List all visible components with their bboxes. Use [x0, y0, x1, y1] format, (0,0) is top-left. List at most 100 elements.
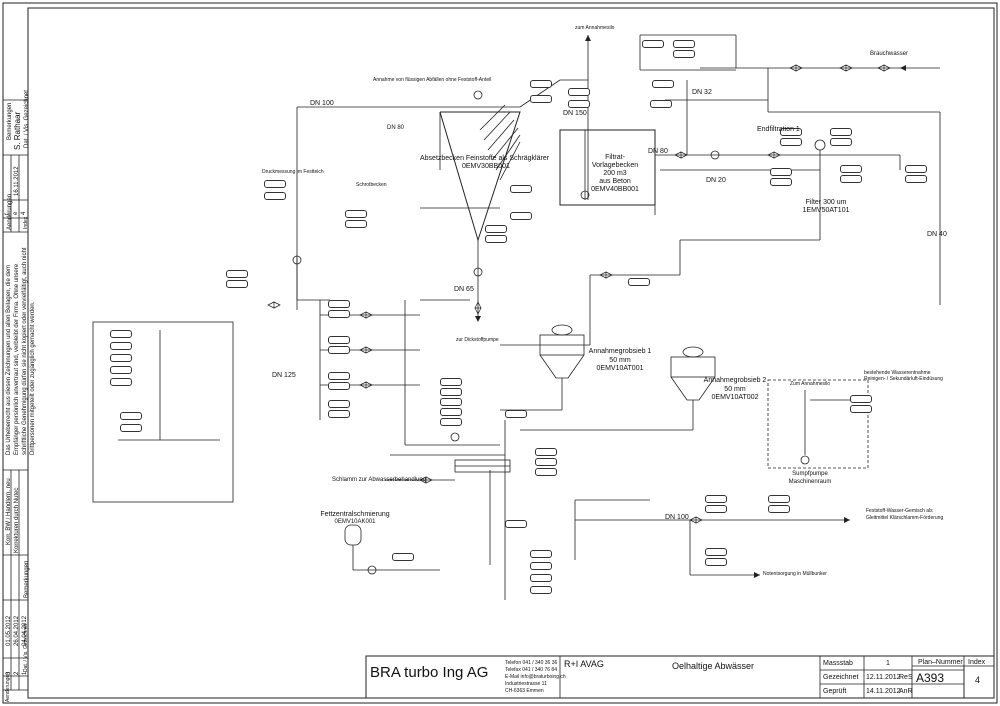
- rev-1-index: 1: [22, 671, 28, 675]
- instrument-tag: [905, 175, 927, 183]
- instrument-tag: [673, 40, 695, 48]
- sidebar-bemerkungen-bottom: Bemerkungen: [24, 560, 30, 598]
- instrument-tag: [830, 138, 852, 146]
- label-grobsieb2-a: Annahmegrobsieb 2: [703, 377, 767, 384]
- instrument-tag: [392, 553, 414, 561]
- instrument-tag: [328, 400, 350, 408]
- label-grobsieb1-c: 0EMV10AT001: [596, 365, 644, 372]
- instrument-tag: [840, 165, 862, 173]
- copyright-note: Das Urheberrecht aus diesen Zeichnungen …: [6, 247, 36, 455]
- label-fett-2: 0EMV10AK001: [334, 519, 376, 525]
- instrument-tag: [840, 175, 862, 183]
- instrument-tag: [642, 40, 664, 48]
- rev-top-3-index: f: [5, 213, 11, 215]
- instrument-tag: [510, 185, 532, 193]
- label-dn20: DN 20: [706, 177, 726, 184]
- label-zum-annahmesilo: zum Annahmesilo: [575, 25, 615, 31]
- index-label-top: Index: [23, 216, 29, 229]
- sidebar-aenderungen-bottom: Aenderungen: [5, 671, 11, 702]
- instrument-tag: [768, 495, 790, 503]
- label-filtrat-tag: 0EMV40BB001: [591, 186, 639, 193]
- instrument-tag: [110, 342, 132, 350]
- instrument-tag: [328, 372, 350, 380]
- instrument-tag: [505, 520, 527, 528]
- instrument-tag: [780, 138, 802, 146]
- label-notentsorgung: Notentsorgung in Müllbunker: [763, 571, 827, 577]
- instrument-tag: [628, 278, 650, 286]
- label-maschinenraum: Maschinenraum: [788, 479, 832, 485]
- instrument-tag: [530, 562, 552, 570]
- instrument-tag: [328, 410, 350, 418]
- label-grobsieb2-c: 0EMV10AT002: [711, 394, 759, 401]
- instrument-tag: [535, 448, 557, 456]
- label-filtrat-1: Filtrat-: [605, 154, 625, 161]
- instrument-tag: [770, 168, 792, 176]
- label-dickstoffpumpe: zur Dickstoffpumpe: [456, 337, 499, 343]
- label-fett-1: Fettzentralschmierung: [320, 511, 390, 518]
- label-filtrat-3: 200 m3: [603, 170, 627, 177]
- instrument-tag: [264, 192, 286, 200]
- instrument-tag: [780, 128, 802, 136]
- index-label: Index: [968, 659, 986, 666]
- instrument-tag: [440, 408, 462, 416]
- instrument-tag: [485, 225, 507, 233]
- label-feststoff-1: Feststoff-Wasser-Gemisch als: [866, 508, 933, 514]
- gezeichnet-date: 12.11.2012: [866, 674, 901, 681]
- label-dn80-right: DN 80: [648, 148, 668, 155]
- dat-label-bottom: Dat. / Vis. Gezeichnet: [23, 623, 29, 672]
- client-name: R+I AVAG: [564, 659, 604, 669]
- label-schlamm: Schlamm zur Abwasserbehandlung: [332, 477, 427, 483]
- instrument-tag: [120, 424, 142, 432]
- gezeichnet-label: Gezeichnet: [823, 674, 859, 681]
- label-filter-1: Filter 300 um: [805, 199, 847, 206]
- instrument-tag: [226, 280, 248, 288]
- geprueft-label: Geprüft: [823, 688, 847, 695]
- rev-top-1-by: S. Rathaar: [13, 111, 22, 150]
- company-contact-1: Telefon 041 / 340 36 36: [505, 660, 558, 666]
- instrument-tag: [768, 505, 790, 513]
- label-endfiltration: Endfiltration 1: [757, 126, 800, 133]
- rev-3-date: 01.05.2012: [6, 615, 12, 646]
- label-bestehende-2: Reinigen- / Sekundärluft-Eindüsung: [864, 376, 943, 382]
- instrument-tag: [705, 558, 727, 566]
- label-absetzbecken-tag: 0EMV30BB001: [462, 163, 510, 170]
- label-brauchwasser: Brauchwasser: [870, 51, 909, 57]
- company-contact-4: Industriestrasse 11: [505, 681, 547, 687]
- rev-2-date: 26.04.2012: [14, 615, 20, 646]
- dat-label-top: Dat. / Vis. Gezeichnet: [24, 90, 30, 148]
- instrument-tag: [328, 300, 350, 308]
- gezeichnet-by: ReS: [899, 674, 913, 681]
- instrument-tag: [530, 586, 552, 594]
- instrument-tag: [226, 270, 248, 278]
- rev-2-note: Korrekturen durch Nutec: [14, 487, 20, 553]
- instrument-tag: [345, 220, 367, 228]
- index-value: 4: [975, 675, 981, 685]
- label-dn100-top: DN 100: [310, 100, 334, 107]
- company-contact-3: E-Mail info@braturboing.ch: [505, 674, 566, 680]
- instrument-tag: [485, 235, 507, 243]
- instrument-tag: [850, 395, 872, 403]
- instrument-tag: [328, 346, 350, 354]
- instrument-tag: [505, 410, 527, 418]
- label-zum-annahmesilo-2: Zum Annahmesilo: [790, 381, 831, 387]
- label-dn150: DN 150: [563, 110, 587, 117]
- instrument-tag: [568, 100, 590, 108]
- geprueft-date: 14.11.2012: [866, 688, 901, 695]
- label-dn100-bottom: DN 100: [665, 514, 689, 521]
- instrument-tag: [440, 418, 462, 426]
- massstab-value: 1: [886, 660, 890, 667]
- instrument-tag: [905, 165, 927, 173]
- label-dn32: DN 32: [692, 89, 712, 96]
- instrument-tag: [530, 550, 552, 558]
- instrument-tag: [652, 80, 674, 88]
- label-grobsieb2-b: 50 mm: [724, 386, 746, 393]
- label-annahme-note: Annahme von flüssigen Abfällen ohne Fest…: [373, 77, 492, 83]
- instrument-tag: [110, 330, 132, 338]
- label-druckmessung: Druckmessung im Festteich: [262, 169, 324, 175]
- instrument-tag: [345, 210, 367, 218]
- label-filtrat-2: Vorlagebecken: [591, 162, 639, 169]
- label-dn125: DN 125: [272, 372, 296, 379]
- instrument-tag: [530, 95, 552, 103]
- instrument-tag: [440, 378, 462, 386]
- instrument-tag: [440, 398, 462, 406]
